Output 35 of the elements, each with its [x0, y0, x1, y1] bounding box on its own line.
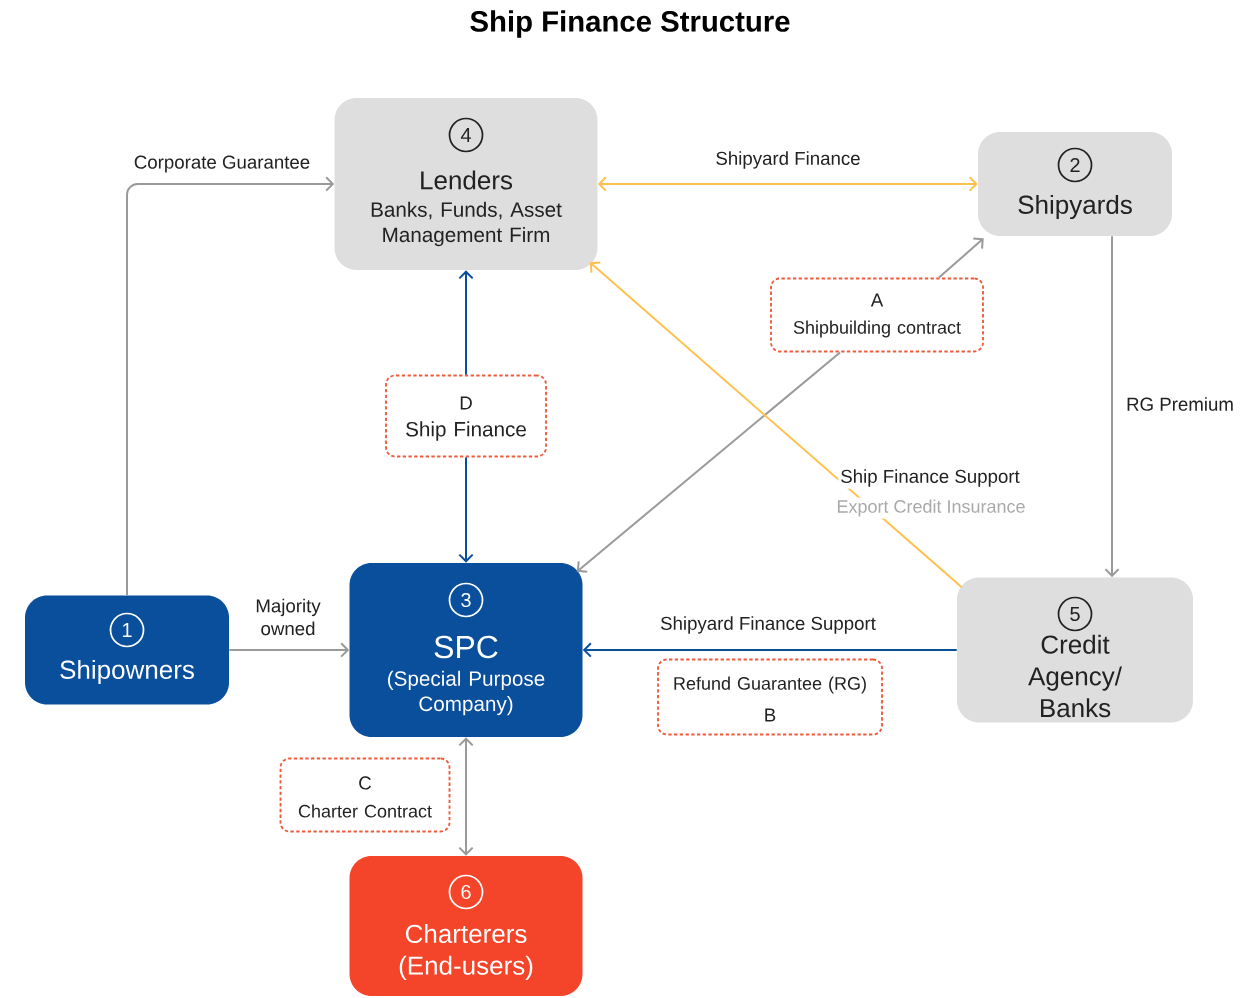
party-box: 4 Lenders Banks, Funds, Asset Management Firm — [334, 98, 598, 270]
number-badge: 5 — [1057, 596, 1093, 632]
contract-box: A Shipbuilding contract — [770, 277, 984, 353]
edge-label: Majority owned — [248, 596, 328, 638]
arrow — [1104, 235, 1120, 578]
number-badge: 6 — [448, 874, 484, 910]
contract-box: Refund Guarantee (RG) B — [657, 658, 883, 736]
arrow — [458, 737, 474, 856]
party-box: 5 Credit Agency/ Banks — [957, 577, 1193, 723]
arrow — [458, 456, 474, 563]
arrow — [589, 261, 963, 589]
edge-label: Shipyard Finance Support — [658, 614, 878, 636]
arrow — [228, 642, 350, 658]
party-box: 2 Shipyards — [978, 132, 1172, 236]
arrow — [576, 351, 841, 573]
arrow — [126, 176, 335, 597]
arrow — [458, 270, 474, 376]
number-badge: 4 — [448, 117, 484, 153]
party-box: 6 Charterers (End-users) — [349, 856, 583, 996]
contract-box: D Ship Finance — [385, 374, 547, 458]
edge-label: Shipyard Finance — [713, 149, 863, 171]
party-box: 1 Shipowners — [25, 595, 229, 705]
edge-label: Ship Finance Support — [838, 467, 1022, 489]
edge-label: RG Premium — [1124, 395, 1236, 413]
number-badge: 2 — [1057, 147, 1093, 183]
title: Ship Finance Structure — [470, 10, 790, 38]
arrow — [582, 642, 958, 658]
number-badge: 1 — [109, 612, 145, 648]
edge-label: Corporate Guarantee — [131, 153, 313, 175]
number-badge: 3 — [448, 582, 484, 618]
arrow — [597, 176, 978, 192]
arrow — [938, 237, 984, 279]
note-text: Export Credit Insurance — [834, 497, 1028, 519]
contract-box: C Charter Contract — [279, 757, 451, 833]
party-box: 3 SPC (Special Purpose Company) — [349, 563, 583, 737]
